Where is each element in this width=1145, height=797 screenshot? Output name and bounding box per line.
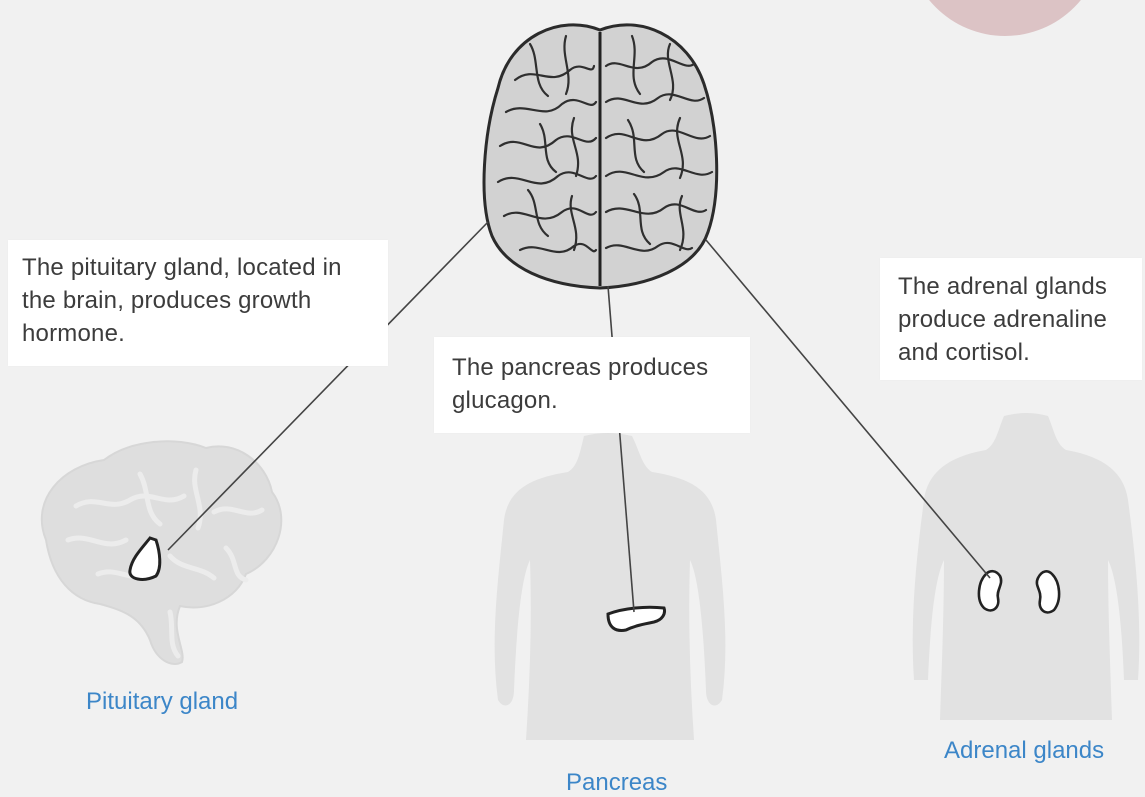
- brain-top-icon: [484, 25, 717, 288]
- callout-adrenal: The adrenal glands produce adrenaline an…: [880, 258, 1142, 380]
- corner-circle-decoration: [907, 0, 1103, 36]
- caption-adrenal-glands: Adrenal glands: [944, 737, 1104, 765]
- callout-pancreas: The pancreas produces glucagon.: [434, 337, 750, 433]
- caption-pancreas: Pancreas: [566, 769, 667, 797]
- kidney-icon: [1037, 571, 1059, 612]
- callout-pituitary: The pituitary gland, located in the brai…: [8, 240, 388, 366]
- caption-pituitary-gland: Pituitary gland: [86, 688, 238, 716]
- torso-silhouette-icon: [913, 413, 1140, 720]
- torso-silhouette-icon: [495, 433, 726, 740]
- brain-side-icon: [42, 441, 281, 664]
